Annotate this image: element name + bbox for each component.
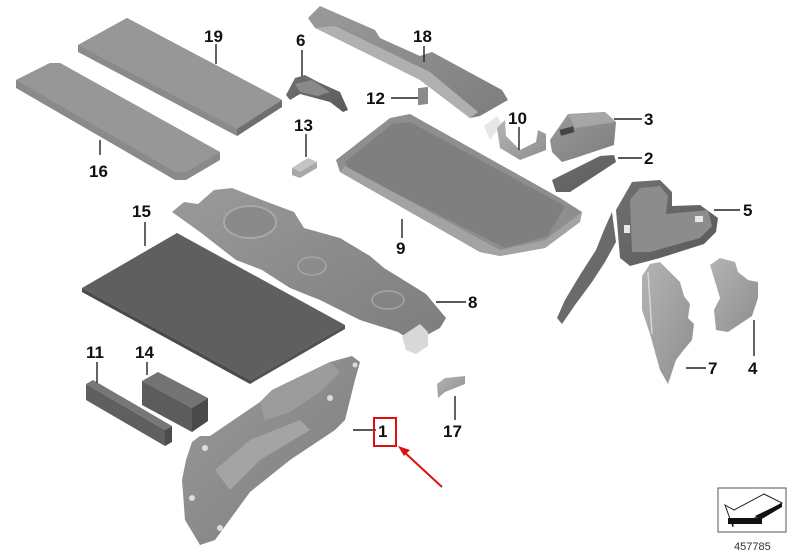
callout-18[interactable]: 18 [413,27,432,46]
callout-4[interactable]: 4 [748,359,758,378]
callout-6[interactable]: 6 [296,31,305,50]
part-13-block[interactable] [292,158,317,178]
part-3-cover[interactable] [550,112,616,162]
callout-3[interactable]: 3 [644,110,653,129]
callout-17[interactable]: 17 [443,422,462,441]
part-8-cover-panel[interactable] [172,188,446,354]
highlight-annotation [373,417,443,488]
part-11-foam-bar[interactable] [86,380,172,446]
part-12-clip[interactable] [418,86,428,106]
callout-7[interactable]: 7 [708,359,717,378]
callout-labels: 19 16 6 18 12 10 13 3 2 5 9 15 8 7 4 11 … [86,27,758,441]
callout-11[interactable]: 11 [86,343,104,362]
part-17-block[interactable] [437,376,465,398]
part-14-foam-block[interactable] [142,372,208,432]
part-15-mat[interactable] [82,233,345,384]
part-9-floor-mat[interactable] [336,114,582,256]
back-navigation-button[interactable]: 457785 [717,487,787,553]
callout-10[interactable]: 10 [508,109,527,128]
callout-2[interactable]: 2 [644,149,653,168]
highlight-arrow-icon [401,449,443,488]
callout-13[interactable]: 13 [294,116,313,135]
callout-5[interactable]: 5 [743,201,752,220]
part-6-bracket[interactable] [286,75,348,112]
part-7-panel[interactable] [642,262,694,384]
callout-12[interactable]: 12 [366,89,385,108]
part-16-pad[interactable] [16,63,220,180]
callout-8[interactable]: 8 [468,293,477,312]
arrow-back-icon [724,493,784,528]
callout-14[interactable]: 14 [135,343,154,362]
callout-19[interactable]: 19 [204,27,223,46]
leader-lines [96,44,755,431]
part-5-support[interactable] [557,180,718,324]
callout-16[interactable]: 16 [89,162,108,181]
callout-1[interactable]: 1 [378,422,387,441]
callout-9[interactable]: 9 [396,239,405,258]
highlight-box [373,417,397,447]
diagram-number: 457785 [734,541,771,553]
part-2-pad[interactable] [552,155,616,192]
part-19-pad[interactable] [78,18,282,136]
part-4-block[interactable] [710,258,758,332]
callout-15[interactable]: 15 [132,202,151,221]
part-10-clip[interactable] [484,116,546,160]
part-18-trim[interactable] [308,6,508,118]
part-1-side-panel[interactable] [182,356,360,545]
